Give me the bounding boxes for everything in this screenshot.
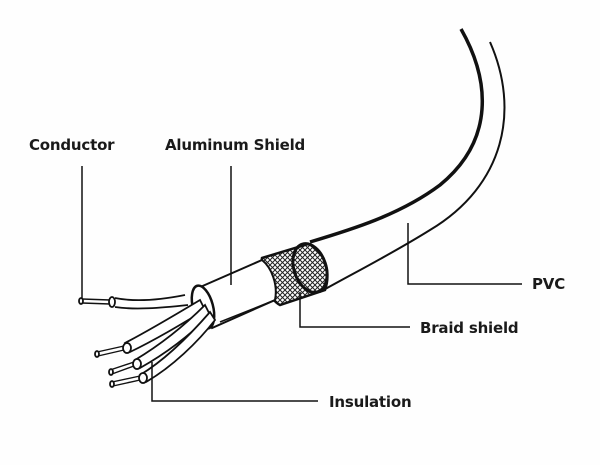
aluminum-shield-label: Aluminum Shield bbox=[165, 136, 306, 154]
conductor-label: Conductor bbox=[29, 136, 115, 154]
pvc-label: PVC bbox=[532, 275, 566, 293]
braid-shield-label: Braid shield bbox=[420, 319, 519, 337]
braid-shield-leader bbox=[299, 292, 410, 328]
leader-lines bbox=[81, 166, 522, 402]
insulation-label: Insulation bbox=[329, 393, 412, 411]
insulation-leader bbox=[151, 362, 318, 402]
conductor-wire bbox=[78, 294, 189, 310]
insulated-conductors bbox=[94, 298, 217, 388]
pvc-leader bbox=[407, 223, 522, 285]
pvc-jacket bbox=[309, 28, 506, 293]
